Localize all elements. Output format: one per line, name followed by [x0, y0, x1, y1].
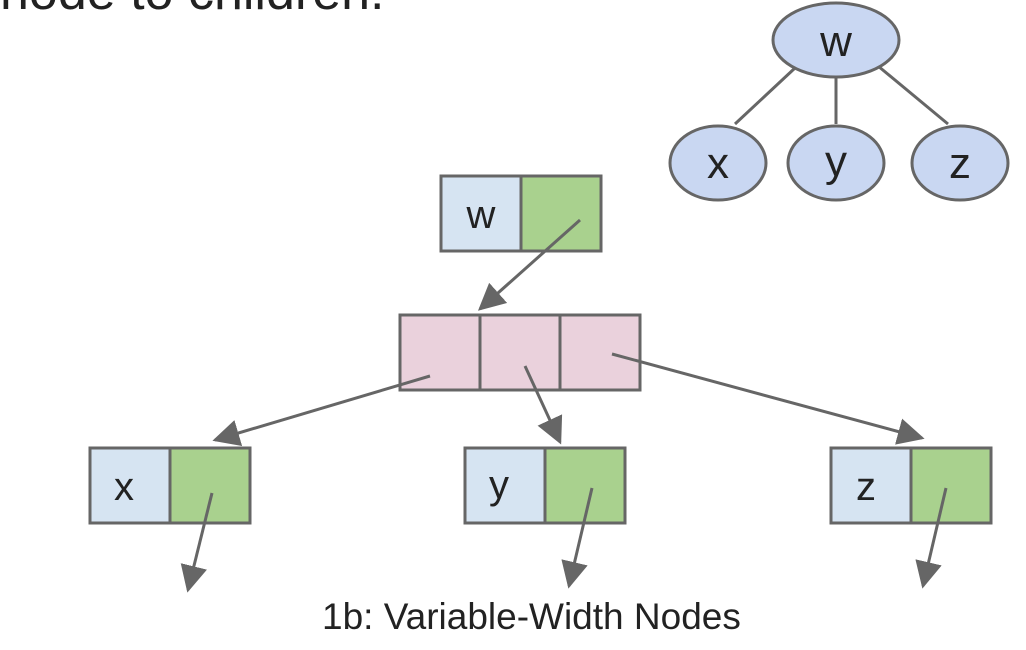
arrow-slot3-to-z	[611, 352, 925, 445]
tree-diagram: w x y z	[668, 1, 1010, 202]
tree-node-w-label: w	[819, 17, 852, 66]
tree-node-y-label: y	[825, 137, 847, 186]
arrow-z-null	[915, 487, 948, 589]
tree-node-z-label: z	[949, 139, 971, 188]
leaf-node-z: z	[829, 446, 993, 525]
arrow-root-to-array	[477, 218, 581, 311]
leaf-z-pointer-cell	[909, 446, 993, 525]
children-array-slot-3	[558, 313, 642, 392]
pointer-arrows	[180, 218, 948, 593]
root-pointer-cell	[519, 174, 603, 253]
leaf-node-x: x	[88, 446, 252, 525]
arrow-y-null	[561, 487, 594, 589]
tree-node-w	[771, 1, 901, 79]
leaf-y-pointer-cell	[543, 446, 627, 525]
tree-node-y	[786, 124, 886, 202]
leaf-node-y: y	[463, 446, 627, 525]
arrow-slot2-to-y	[523, 365, 563, 445]
root-key-label: w	[466, 193, 496, 237]
leaf-x-key-cell	[88, 446, 172, 525]
root-node-box: w	[439, 174, 603, 253]
slide-title: node to children.	[0, 0, 385, 22]
tree-edge-w-z	[877, 64, 949, 126]
leaf-z-key-cell	[829, 446, 913, 525]
tree-node-x-label: x	[707, 139, 729, 188]
leaf-y-key-cell	[463, 446, 547, 525]
leaf-x-pointer-cell	[168, 446, 252, 525]
tree-node-z	[910, 124, 1010, 202]
children-array-slot-2	[478, 313, 562, 392]
tree-edge-w-x	[733, 66, 797, 126]
children-array-slot-1	[398, 313, 482, 392]
arrow-slot1-to-x	[212, 374, 431, 447]
arrow-x-null	[180, 492, 214, 593]
diagram-caption: 1b: Variable-Width Nodes	[322, 596, 741, 637]
leaf-z-key-label: z	[856, 465, 876, 509]
leaf-x-key-label: x	[114, 465, 134, 509]
tree-node-x	[668, 124, 768, 202]
leaf-y-key-label: y	[489, 463, 509, 507]
children-array	[398, 313, 642, 392]
